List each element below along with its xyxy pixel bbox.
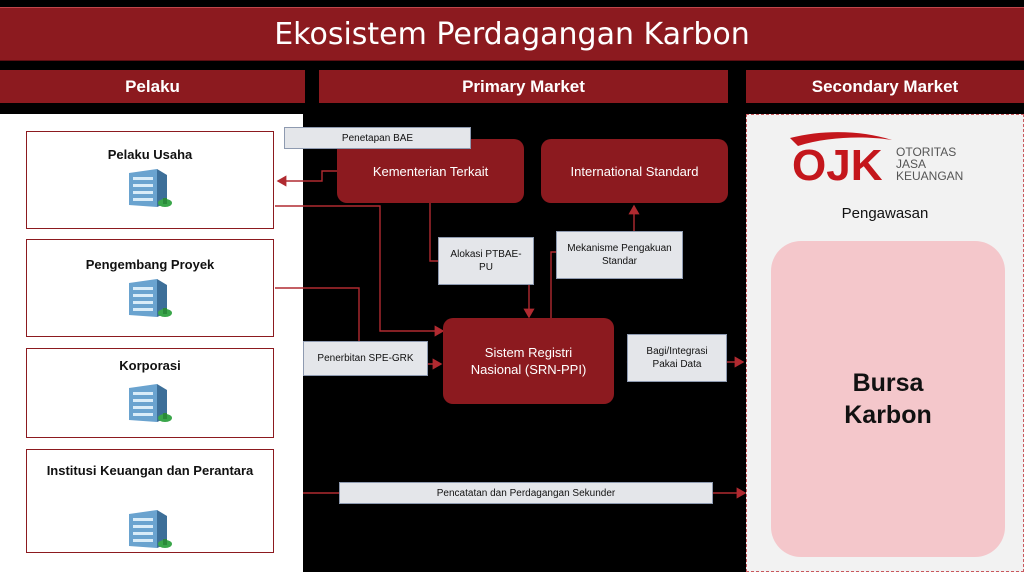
srn-ppi-node: Sistem Registri Nasional (SRN-PPI) bbox=[443, 318, 614, 404]
alokasi-line1: Alokasi PTBAE- bbox=[450, 249, 522, 260]
actor-label: Korporasi bbox=[119, 358, 181, 373]
ojk-logo: OJK OTORITAS JASA KEUANGAN bbox=[790, 132, 963, 186]
bagi-line2: Pakai Data bbox=[652, 359, 702, 370]
alokasi-ptbae-label: Alokasi PTBAE- PU bbox=[438, 237, 534, 285]
actor-pengembang-proyek: Pengembang Proyek bbox=[26, 239, 274, 337]
actor-label: Pelaku Usaha bbox=[107, 147, 193, 162]
actor-pelaku-usaha: Pelaku Usaha bbox=[26, 131, 274, 229]
column-header-primary-market: Primary Market bbox=[319, 70, 728, 103]
column-header-secondary-market: Secondary Market bbox=[746, 70, 1024, 103]
pengawasan-label: Pengawasan bbox=[841, 205, 929, 222]
bursa-line2: Karbon bbox=[844, 401, 932, 429]
actor-label: Institusi Keuangan dan Perantara bbox=[46, 463, 254, 478]
ojk-line3: KEUANGAN bbox=[896, 169, 963, 183]
penerbitan-spe-grk-label: Penerbitan SPE-GRK bbox=[303, 341, 428, 376]
bagi-line1: Bagi/Integrasi bbox=[646, 346, 708, 357]
srn-line1: Sistem Registri bbox=[484, 345, 573, 360]
pencatatan-perdagangan-label: Pencatatan dan Perdagangan Sekunder bbox=[339, 482, 713, 504]
actor-korporasi: Korporasi bbox=[26, 348, 274, 438]
bursa-line1: Bursa bbox=[852, 369, 924, 397]
alokasi-line2: PU bbox=[479, 262, 493, 273]
mekanisme-line1: Mekanisme Pengakuan bbox=[567, 243, 672, 254]
building-icon bbox=[129, 169, 172, 207]
ojk-logo-text: OJK bbox=[792, 141, 883, 186]
page-title: Ekosistem Perdagangan Karbon bbox=[0, 7, 1024, 61]
penetapan-bae-label: Penetapan BAE bbox=[284, 127, 471, 149]
international-standard-node: International Standard bbox=[541, 139, 728, 203]
srn-line2: Nasional (SRN-PPI) bbox=[470, 362, 587, 377]
ojk-line1: OTORITAS bbox=[896, 145, 956, 159]
building-icon bbox=[129, 510, 172, 548]
kementerian-terkait-node: Kementerian Terkait bbox=[337, 139, 524, 203]
actor-institusi-keuangan: Institusi Keuangan dan Perantara bbox=[26, 449, 274, 553]
actor-label: Pengembang Proyek bbox=[85, 257, 215, 272]
building-icon bbox=[129, 279, 172, 317]
building-icon bbox=[129, 384, 172, 422]
ojk-line2: JASA bbox=[896, 157, 926, 171]
mekanisme-line2: Standar bbox=[601, 256, 637, 267]
bursa-karbon-node: Bursa Karbon bbox=[771, 241, 1005, 557]
column-header-pelaku: Pelaku bbox=[0, 70, 305, 103]
